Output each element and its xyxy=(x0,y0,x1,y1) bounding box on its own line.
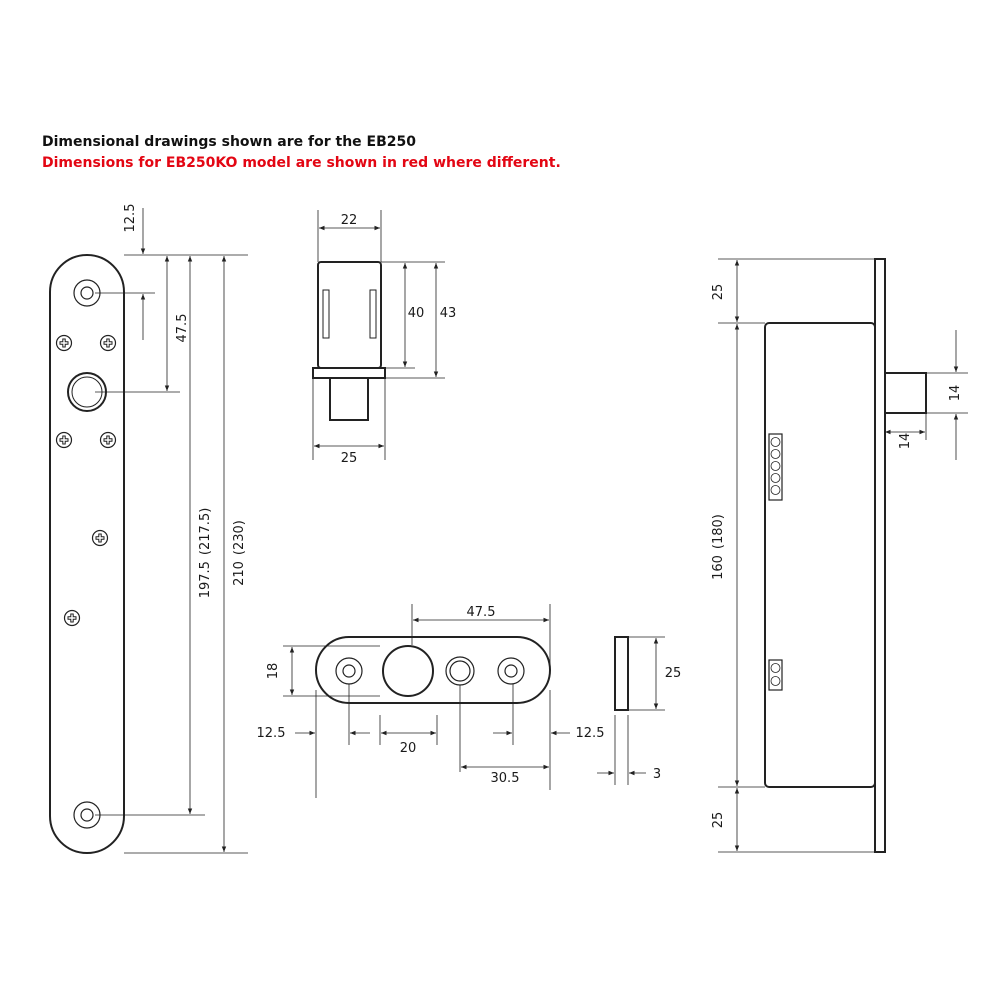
body-side-view: 25 160 (180) 25 14 14 xyxy=(711,258,968,853)
dim-label: 22 xyxy=(341,213,358,228)
dim-label: 43 xyxy=(440,306,457,321)
screw-icon xyxy=(63,609,81,627)
dim-label: 160 xyxy=(711,555,726,580)
screw-icon xyxy=(55,431,73,449)
screw-icon xyxy=(99,334,117,352)
dim-label-ko: (230) xyxy=(232,520,247,555)
dim-label: 12.5 xyxy=(257,726,286,741)
dim-label: 47.5 xyxy=(467,605,496,620)
svg-text:197.5(217.5): 197.5 (217.5) xyxy=(198,508,213,599)
side-faceplate xyxy=(874,258,886,853)
side-bolt xyxy=(884,372,927,414)
dim-label: 30.5 xyxy=(491,771,520,786)
strike-hole-right xyxy=(497,657,525,685)
heading-eb250ko-note: Dimensions for EB250KO model are shown i… xyxy=(42,155,561,171)
dim-label: 3 xyxy=(653,767,661,782)
dim-label: 14 xyxy=(898,433,913,450)
screw-icon xyxy=(91,529,109,547)
screw-icon xyxy=(55,334,73,352)
screw-icon xyxy=(99,431,117,449)
dim-label-ko: (180) xyxy=(711,514,726,549)
dim-label: 25 xyxy=(665,666,682,681)
svg-text:210(230): 210 (230) xyxy=(232,520,247,586)
dim-label: 12.5 xyxy=(576,726,605,741)
strike-bolt-hole xyxy=(382,645,434,697)
dim-label: 197.5 xyxy=(198,561,213,598)
dim-label: 25 xyxy=(711,812,726,829)
strike-plate-view: 18 47.5 12.5 20 12.5 30.5 25 xyxy=(257,604,682,798)
bolt-flange xyxy=(312,367,386,379)
dim-label: 20 xyxy=(400,741,417,756)
terminal-block-bottom xyxy=(768,659,783,691)
dim-label: 47.5 xyxy=(175,314,190,343)
faceplate-view: 12.5 47.5 197.5 (217.5) 210 (230) xyxy=(49,204,248,854)
dim-label: 40 xyxy=(408,306,425,321)
svg-text:160(180): 160 (180) xyxy=(711,514,726,580)
dim-label: 14 xyxy=(948,385,963,402)
dim-label-ko: (217.5) xyxy=(198,508,213,555)
faceplate-outline xyxy=(49,254,125,854)
dim-label: 25 xyxy=(341,451,358,466)
dim-label: 210 xyxy=(232,561,247,586)
dim-label: 25 xyxy=(711,284,726,301)
strike-hole-left xyxy=(335,657,363,685)
lock-body xyxy=(764,322,876,788)
dim-label: 12.5 xyxy=(123,204,138,233)
bolt-pin xyxy=(329,377,369,421)
dim-label: 18 xyxy=(266,663,281,680)
strike-profile xyxy=(614,636,629,711)
bolt-side-view: 22 40 43 25 xyxy=(312,210,457,466)
heading-eb250-note: Dimensional drawings shown are for the E… xyxy=(42,134,416,150)
